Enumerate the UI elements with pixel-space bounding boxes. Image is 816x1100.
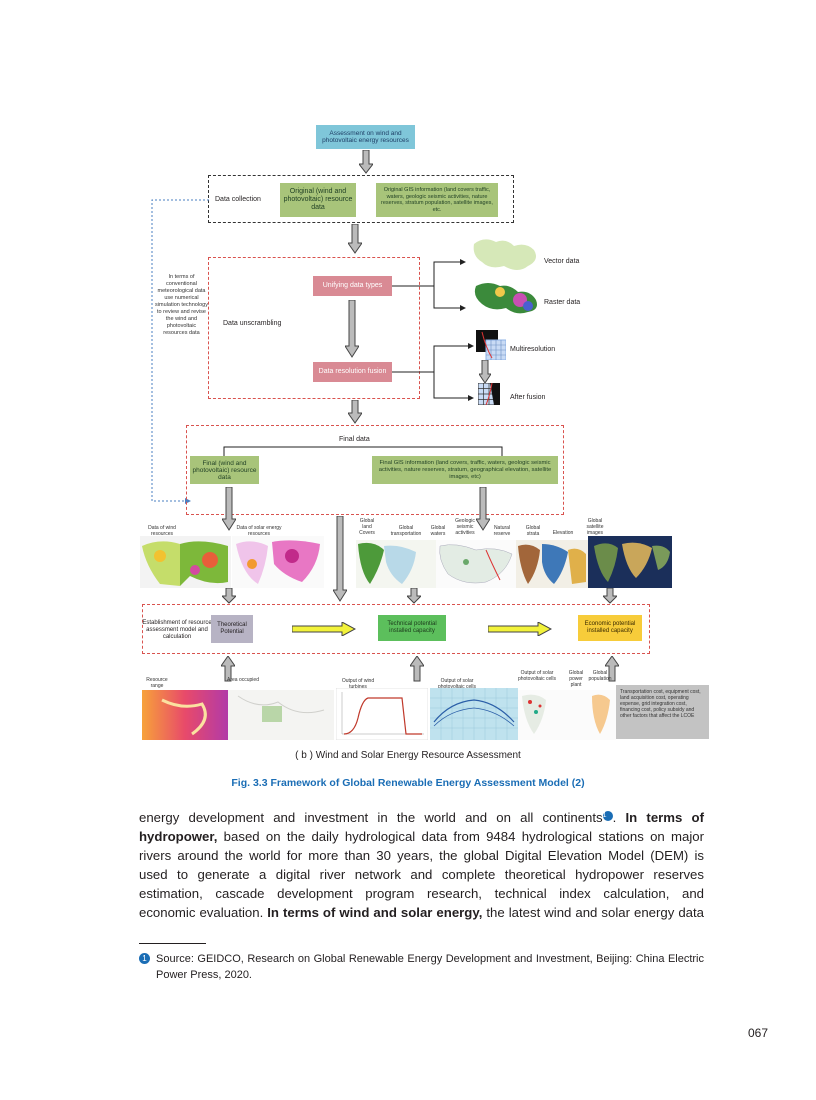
waters-map-label: Global waters — [427, 525, 449, 537]
final-resource-box: Final (wind and photovoltaic) resource d… — [190, 456, 259, 484]
footnote-divider — [139, 943, 206, 944]
multiresolution-grid — [476, 330, 506, 360]
body-line-5: estimation, cascade development program … — [139, 884, 704, 903]
arrow-down-icon — [345, 300, 359, 358]
satellite-map — [588, 536, 672, 588]
after-fusion-grid — [478, 383, 500, 405]
footnote-text: Source: GEIDCO, Research on Global Renew… — [156, 951, 704, 983]
arrow-down-icon — [333, 516, 347, 602]
arrow-down-icon — [348, 224, 362, 254]
strata-map — [516, 540, 588, 588]
footnote-ref[interactable]: 1 — [603, 811, 613, 821]
arrow-right-icon — [488, 622, 552, 636]
raster-data-label: Raster data — [544, 299, 580, 307]
establishment-label: Establishment of resource assessment mod… — [142, 620, 212, 641]
power-plant-label: Global power plant — [564, 670, 588, 688]
raster-data-map — [470, 280, 542, 316]
vector-data-map — [470, 236, 544, 276]
strata-map-label: Global strata — [522, 525, 544, 537]
natural-map-label: Natural reserve — [490, 525, 514, 537]
arrow-up-icon — [410, 656, 424, 682]
footnote-marker-icon: 1 — [139, 953, 150, 964]
area-occupied-label: Area occupied — [226, 677, 260, 683]
data-collection-label: Data collection — [215, 196, 261, 204]
subfigure-caption: ( b ) Wind and Solar Energy Resource Ass… — [0, 750, 816, 761]
body-line-3: rivers around the world for more than 30… — [139, 846, 704, 865]
pv-output-chart — [430, 688, 518, 740]
original-resource-box: Original (wind and photovoltaic) resourc… — [280, 183, 356, 217]
body-line-1: energy development and investment in the… — [139, 808, 704, 827]
satellite-map-label: Global satellite images — [582, 518, 608, 536]
cost-note-box: Transportation cost, equipment cost, lan… — [616, 685, 709, 739]
land-map-label: Global land Covers — [356, 518, 378, 536]
final-data-label: Final data — [339, 436, 370, 444]
solar-resource-map — [232, 536, 324, 588]
population-label: Global population — [586, 670, 614, 682]
vector-data-label: Vector data — [544, 258, 579, 266]
wind-resource-map — [140, 536, 231, 588]
arrow-down-icon — [603, 588, 617, 604]
arrow-down-icon — [222, 588, 236, 604]
resolution-box: Data resolution fusion — [313, 362, 392, 382]
wind-turbine-output-chart — [336, 688, 428, 740]
figure-caption: Fig. 3.3 Framework of Global Renewable E… — [0, 777, 816, 789]
area-occupied-map — [228, 690, 334, 740]
pv-cells-label-2: Output of solar photovoltaic cells — [516, 670, 558, 682]
arrow-down-icon — [359, 150, 373, 174]
page-number: 067 — [748, 1026, 768, 1040]
elevation-map-label: Elevation — [548, 530, 578, 536]
after-fusion-label: After fusion — [510, 394, 545, 402]
population-map — [588, 690, 616, 740]
arrow-down-icon — [407, 588, 421, 604]
transport-map-label: Global transportation — [386, 525, 426, 537]
arrow-right-icon — [292, 622, 356, 636]
power-plant-map — [518, 690, 588, 740]
multiresolution-label: Multiresolution — [510, 346, 555, 354]
data-unscrambling-label: Data unscrambling — [223, 320, 281, 328]
branch-connectors — [390, 256, 480, 406]
land-cover-map — [356, 540, 436, 588]
geologic-map — [436, 540, 516, 588]
geologic-map-label: Geologic seismic activities — [450, 518, 480, 536]
economic-potential-box: Economic potential installed capacity — [578, 615, 642, 641]
arrow-down-icon — [479, 360, 491, 384]
body-line-2: hydropower, based on the daily hydrologi… — [139, 827, 704, 846]
resource-range-label: Resource range — [140, 677, 174, 689]
body-line-4: used to generate a digital river network… — [139, 865, 704, 884]
resource-range-map — [142, 690, 228, 740]
final-gis-box: Final GIS information (land covers, traf… — [372, 456, 558, 484]
theoretical-potential-box: Theoretical Potential — [211, 615, 253, 643]
technical-potential-box: Technical potential installed capacity — [378, 615, 446, 641]
unifying-box: Unifying data types — [313, 276, 392, 296]
arrow-down-icon — [348, 400, 362, 424]
body-line-6: economic evaluation. In terms of wind an… — [139, 903, 704, 922]
assessment-box: Assessment on wind and photovoltaic ener… — [316, 125, 415, 149]
original-gis-box: Original GIS information (land covers tr… — [376, 183, 498, 217]
